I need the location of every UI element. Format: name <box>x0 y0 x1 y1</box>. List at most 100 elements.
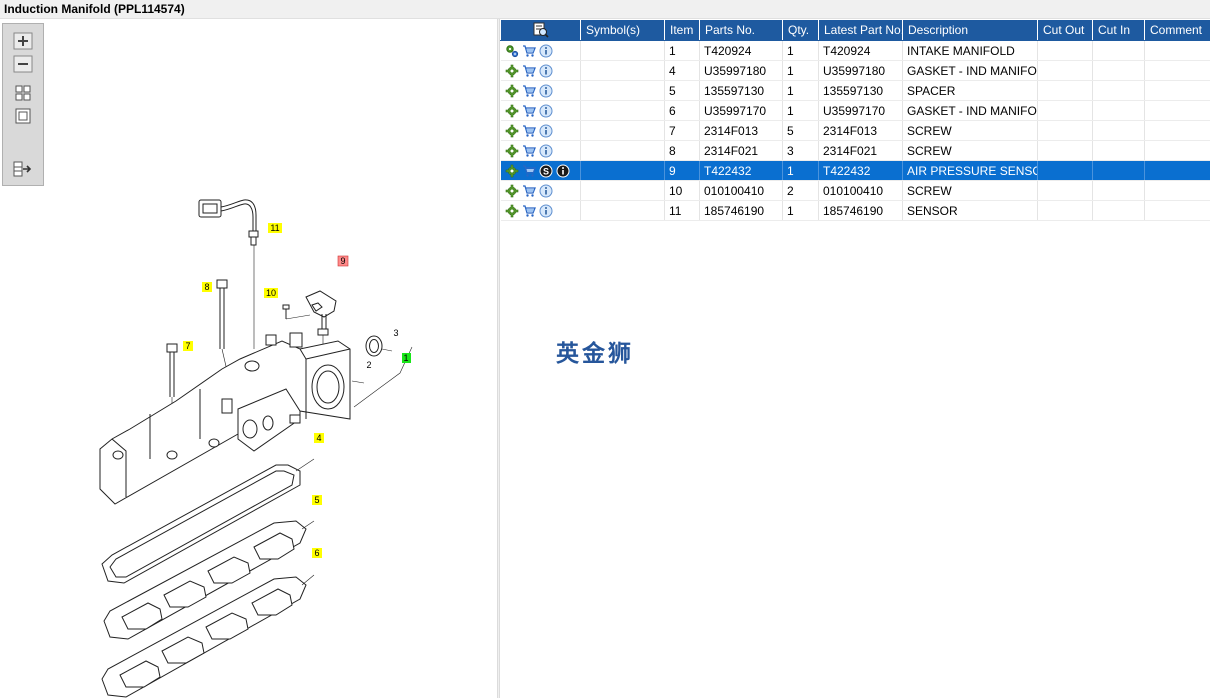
pane-splitter[interactable] <box>497 19 500 698</box>
exploded-diagram[interactable]: 11 9 8 10 3 7 2 1 4 5 6 <box>0 19 497 698</box>
column-header-cut-in[interactable]: Cut In <box>1092 19 1145 41</box>
gear-icon[interactable] <box>505 184 519 198</box>
gear-icon[interactable] <box>505 164 519 178</box>
cart-icon[interactable] <box>522 184 536 198</box>
gear-icon[interactable] <box>505 84 519 98</box>
cart-icon[interactable] <box>522 124 536 138</box>
callout-11-text: 11 <box>270 223 279 233</box>
column-header-latest-part-no[interactable]: Latest Part No. <box>818 19 903 41</box>
callout-5-text: 5 <box>314 495 319 505</box>
export-icon <box>13 161 32 177</box>
symbols-cell <box>580 100 665 121</box>
info-icon[interactable] <box>539 104 553 118</box>
comment-cell <box>1144 160 1210 181</box>
info-icon[interactable] <box>539 124 553 138</box>
callout-10[interactable]: 10 <box>264 288 278 298</box>
fit-all-button[interactable] <box>13 84 33 102</box>
cart-icon[interactable] <box>522 44 536 58</box>
callout-4-text: 4 <box>316 433 321 443</box>
info-icon[interactable] <box>539 84 553 98</box>
row-actions <box>500 80 581 101</box>
service-badge-icon[interactable]: S <box>539 164 553 178</box>
column-header-item[interactable]: Item <box>664 19 700 41</box>
info-icon[interactable] <box>556 164 570 178</box>
gear-icon[interactable] <box>505 64 519 78</box>
callout-7[interactable]: 7 <box>183 341 193 351</box>
row-actions <box>500 100 581 121</box>
part-spacer-3[interactable] <box>365 335 393 357</box>
gears-icon[interactable] <box>505 44 519 58</box>
cart-icon[interactable] <box>522 84 536 98</box>
gear-icon[interactable] <box>505 124 519 138</box>
part-screw-10[interactable] <box>282 304 311 320</box>
comment-cell <box>1144 180 1210 201</box>
cut-in-cell <box>1092 100 1145 121</box>
callout-1[interactable]: 1 <box>402 353 411 363</box>
gear-icon[interactable] <box>505 204 519 218</box>
item-cell: 1 <box>664 40 700 61</box>
cut-out-cell <box>1037 160 1093 181</box>
cart-icon[interactable] <box>522 164 536 178</box>
export-button[interactable] <box>13 160 33 178</box>
callout-3[interactable]: 3 <box>393 328 398 338</box>
callout-9[interactable]: 9 <box>337 255 349 267</box>
cart-icon[interactable] <box>522 204 536 218</box>
column-header-symbols[interactable]: Symbol(s) <box>580 19 665 41</box>
part-screw-8[interactable] <box>216 279 229 376</box>
fit-window-icon <box>15 108 31 124</box>
part-gasket-6[interactable] <box>101 574 315 698</box>
cut-out-cell <box>1037 120 1093 141</box>
cart-icon[interactable] <box>522 64 536 78</box>
info-icon[interactable] <box>539 64 553 78</box>
zoom-in-button[interactable] <box>13 32 33 50</box>
qty-cell: 5 <box>782 120 819 141</box>
info-icon[interactable] <box>539 204 553 218</box>
part-air-pressure-sensor-9[interactable] <box>305 290 337 359</box>
description-cell: SENSOR <box>902 200 1038 221</box>
callout-2[interactable]: 2 <box>366 360 371 370</box>
part-gasket-5[interactable] <box>103 520 315 640</box>
part-no-cell: 2314F013 <box>699 120 783 141</box>
column-header-tools[interactable] <box>500 19 581 41</box>
part-sensor-11[interactable] <box>198 199 259 349</box>
column-header-cut-out[interactable]: Cut Out <box>1037 19 1093 41</box>
parts-table: Symbol(s) Item Parts No. Qty. Latest Par… <box>500 19 1210 221</box>
callout-4[interactable]: 4 <box>314 433 324 443</box>
info-icon[interactable] <box>539 44 553 58</box>
gear-icon[interactable] <box>505 104 519 118</box>
column-header-description[interactable]: Description <box>902 19 1038 41</box>
comment-cell <box>1144 120 1210 141</box>
callout-6[interactable]: 6 <box>312 548 322 558</box>
info-icon[interactable] <box>539 144 553 158</box>
callout-8[interactable]: 8 <box>202 282 212 292</box>
info-icon[interactable] <box>539 184 553 198</box>
gear-icon[interactable] <box>505 144 519 158</box>
cart-icon[interactable] <box>522 144 536 158</box>
part-intake-manifold-1[interactable] <box>99 332 351 505</box>
part-gasket-4[interactable] <box>101 458 315 584</box>
column-header-comment[interactable]: Comment <box>1144 19 1210 41</box>
diagram-pane[interactable]: 11 9 8 10 3 7 2 1 4 5 6 <box>0 19 497 698</box>
part-no-cell: 010100410 <box>699 180 783 201</box>
column-header-parts-no[interactable]: Parts No. <box>699 19 783 41</box>
comment-cell <box>1144 60 1210 81</box>
zoom-out-button[interactable] <box>13 55 33 73</box>
fit-window-button[interactable] <box>13 107 33 125</box>
latest-part-no-cell: 2314F021 <box>818 140 903 161</box>
part-no-cell: T422432 <box>699 160 783 181</box>
callout-10-text: 10 <box>266 288 276 298</box>
column-header-qty[interactable]: Qty. <box>782 19 819 41</box>
callout-11[interactable]: 11 <box>268 223 282 233</box>
cart-icon[interactable] <box>522 104 536 118</box>
qty-cell: 2 <box>782 180 819 201</box>
callout-5[interactable]: 5 <box>312 495 322 505</box>
